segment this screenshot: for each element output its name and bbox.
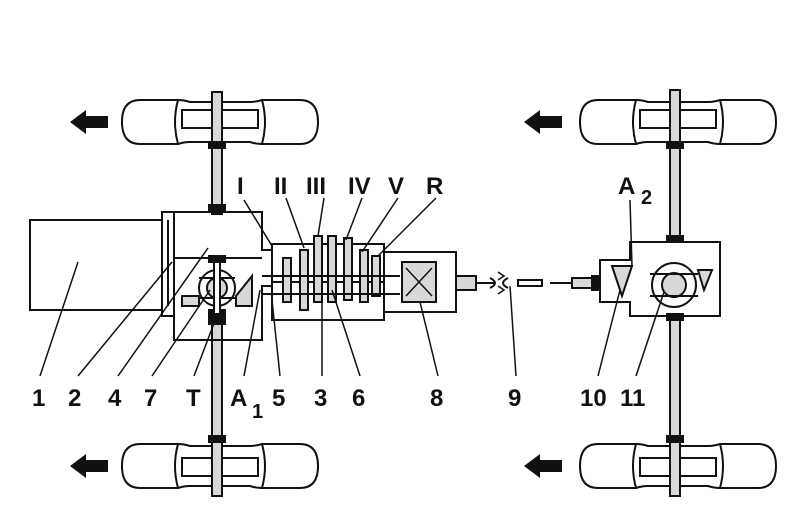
gear-label-reverse: R [426, 173, 443, 200]
leader-lines [39, 197, 665, 377]
label-6: 6 [352, 385, 365, 412]
label-3: 3 [314, 385, 327, 412]
label-11: 11 [620, 385, 645, 412]
label-a1: A [230, 385, 247, 412]
label-4: 4 [108, 385, 122, 412]
label-9: 9 [508, 385, 521, 412]
label-10: 10 [580, 385, 607, 412]
gear-label-3: III [306, 173, 326, 200]
propeller-shaft [476, 271, 601, 295]
wheel-rear-bottom-right [578, 439, 778, 497]
label-a1-subscript: 1 [252, 401, 263, 423]
label-a2-subscript: 2 [641, 187, 652, 209]
wheel-rear-top-right [578, 89, 778, 145]
wheel-front-bottom-left [120, 439, 320, 497]
arrow-left-icon [70, 110, 108, 134]
label-a2: A [618, 173, 635, 200]
gear-label-2: II [274, 173, 287, 200]
arrow-left-icon [524, 454, 562, 478]
gear-label-4: IV [348, 173, 371, 200]
wheel-front-top-left [120, 91, 320, 145]
gear-label-5: V [388, 173, 404, 200]
arrow-left-icon [70, 454, 108, 478]
engine-block [29, 219, 163, 311]
label-2: 2 [68, 385, 81, 412]
gearbox [262, 235, 400, 321]
label-7: 7 [144, 385, 157, 412]
label-t: T [186, 385, 201, 412]
rear-differential [599, 141, 721, 443]
direction-arrows [70, 110, 562, 478]
arrow-left-icon [524, 110, 562, 134]
label-5: 5 [272, 385, 285, 412]
label-1: 1 [32, 385, 45, 412]
front-half-shafts [208, 141, 226, 443]
transaxle-housing [173, 211, 273, 341]
label-8: 8 [430, 385, 443, 412]
gear-label-1: I [237, 173, 244, 200]
